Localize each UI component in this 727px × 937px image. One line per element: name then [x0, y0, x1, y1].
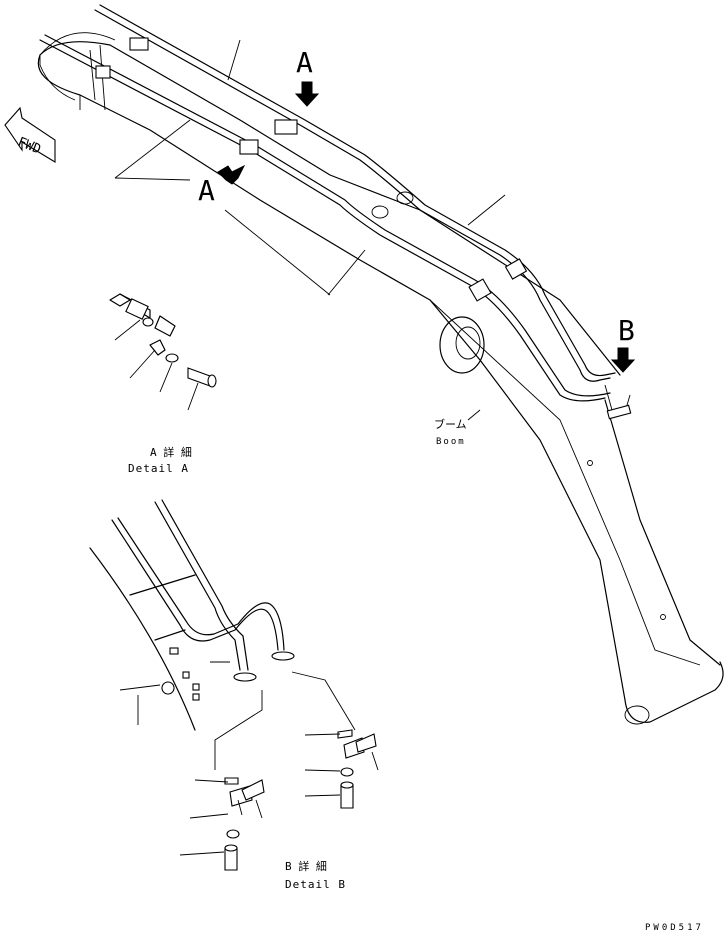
boom-pipes	[39, 4, 632, 420]
leader-lines	[114, 39, 506, 296]
boom-label: ブーム Boom	[434, 409, 481, 447]
view-arrow-a-mid: A	[198, 164, 246, 207]
left-arrow-icon	[4, 106, 56, 163]
drawing-code: PW0D517	[645, 923, 704, 933]
view-arrow-b: B	[610, 314, 636, 373]
svg-text:A: A	[296, 46, 313, 79]
svg-text:A: A	[198, 174, 215, 207]
pipe-clamps	[95, 37, 528, 302]
svg-text:ブーム: ブーム	[434, 417, 467, 431]
svg-text:Detail B: Detail B	[285, 878, 346, 891]
svg-text:B: B	[618, 314, 635, 347]
view-arrow-a-top: A	[294, 46, 320, 107]
svg-text:Detail A: Detail A	[128, 462, 189, 475]
svg-text:Boom: Boom	[436, 437, 466, 447]
detail-b: B 詳 細 Detail B	[89, 499, 379, 891]
down-arrow-icon	[610, 347, 636, 373]
svg-text:B 詳 細: B 詳 細	[285, 859, 327, 873]
diagonal-arrow-icon	[217, 164, 246, 185]
detail-a: A 詳 細 Detail A	[109, 293, 217, 475]
boom-body	[37, 32, 724, 725]
fwd-indicator: FWD	[4, 106, 56, 163]
down-arrow-icon	[294, 81, 320, 107]
svg-text:A 詳 細: A 詳 細	[150, 445, 192, 459]
